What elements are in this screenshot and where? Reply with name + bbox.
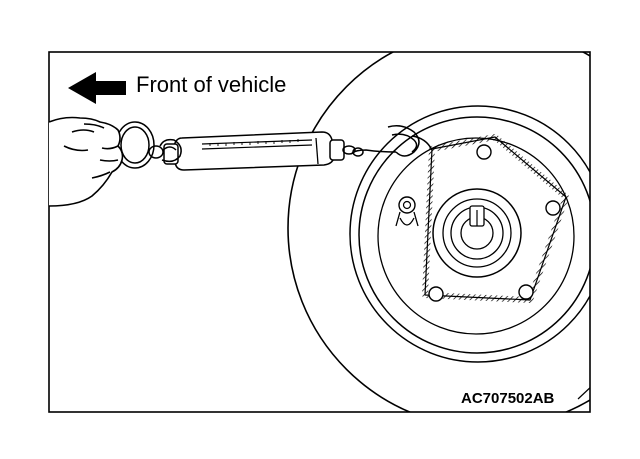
arrow-left-icon xyxy=(68,72,126,104)
hand-icon xyxy=(49,116,124,207)
leader-line xyxy=(577,386,590,400)
wheel-icon xyxy=(287,52,590,412)
direction-label: Front of vehicle xyxy=(136,72,287,97)
hook-icon xyxy=(351,125,433,157)
spring-scale-icon xyxy=(163,131,364,171)
figure-code: AC707502AB xyxy=(461,390,555,407)
figure-frame xyxy=(48,51,591,413)
